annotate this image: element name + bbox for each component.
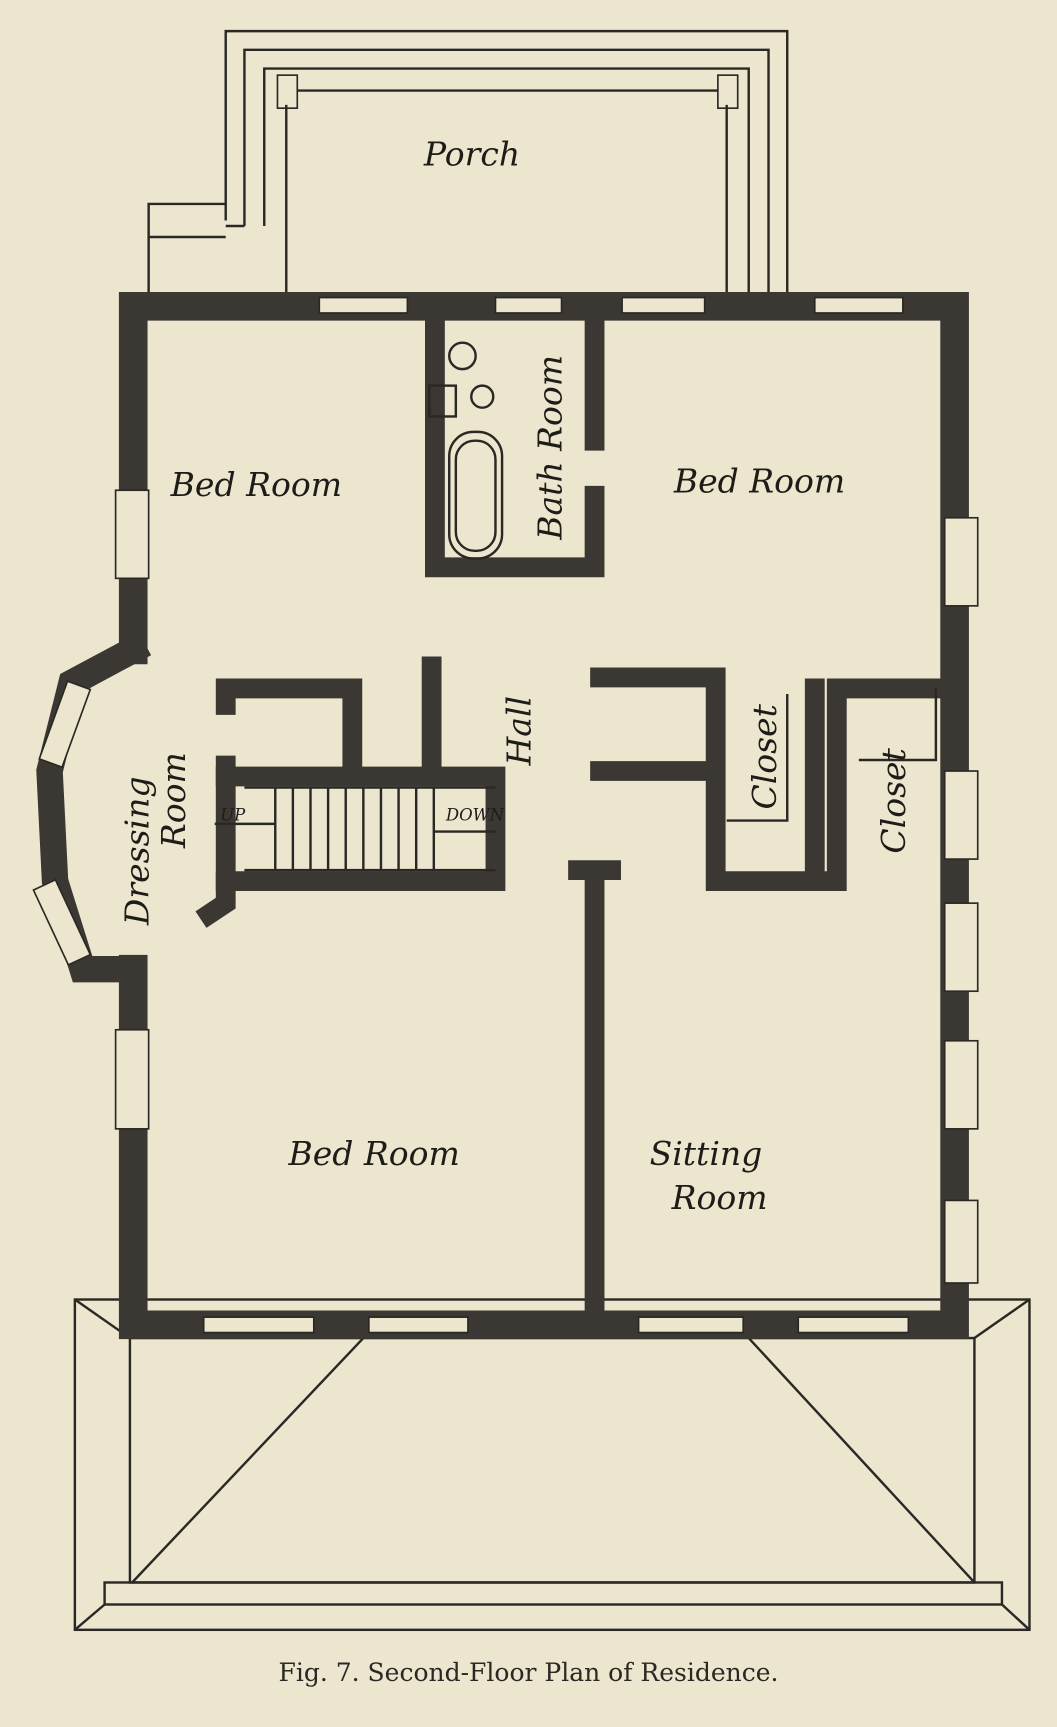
roof-outline	[73, 1298, 1031, 1632]
label-hall: Hall	[500, 696, 539, 767]
staircase	[214, 786, 496, 872]
closet-lines	[726, 688, 938, 822]
label-sitting: Sitting	[650, 1134, 763, 1173]
label-stairs-down: DOWN	[445, 806, 505, 825]
label-dressing-room: Room	[154, 752, 193, 849]
label-bed-room-sw: Bed Room	[287, 1134, 459, 1173]
label-sitting-room: Room	[671, 1178, 768, 1217]
label-stairs-up: UP	[220, 806, 246, 825]
label-bed-room-nw: Bed Room	[170, 465, 342, 504]
label-bath-room: Bath Room	[531, 355, 570, 541]
label-dressing: Dressing	[118, 777, 157, 927]
label-closet-2: Closet	[874, 747, 913, 853]
label-bed-room-ne: Bed Room	[673, 461, 845, 500]
label-closet-1: Closet	[745, 703, 784, 809]
walls	[36, 292, 969, 1340]
figure-caption: Fig. 7. Second-Floor Plan of Residence.	[278, 1658, 779, 1687]
label-porch: Porch	[423, 134, 520, 173]
porch-outline	[147, 29, 789, 298]
bathtub-icon	[428, 341, 504, 560]
windows	[32, 296, 979, 1334]
